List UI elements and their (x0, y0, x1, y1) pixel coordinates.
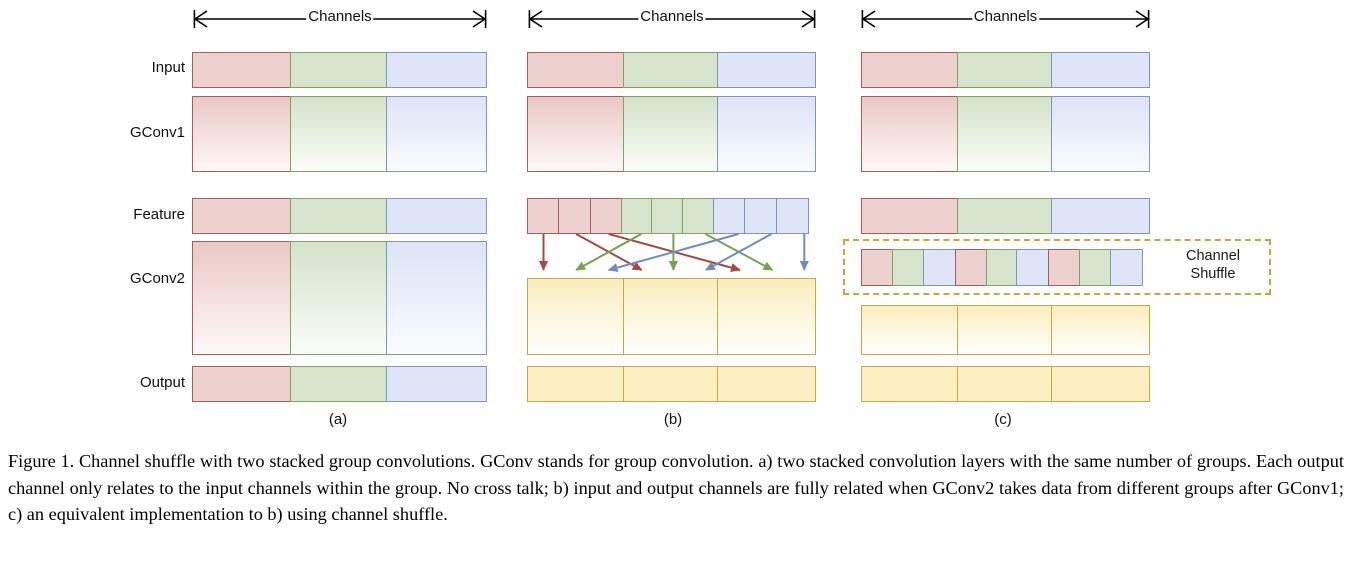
channels-label-a: Channels (306, 8, 374, 26)
segment-yellow-1 (861, 305, 959, 355)
segment-yellow-3 (1051, 366, 1150, 402)
segment-green-2 (985, 249, 1018, 286)
segment-yellow-1 (861, 366, 959, 402)
segment-blue (386, 241, 487, 355)
segment-red (192, 198, 292, 234)
panel-b-row-gconv1 (527, 96, 816, 172)
segment-red (192, 52, 292, 88)
segment-green (623, 96, 719, 172)
segment-green (290, 198, 388, 234)
segment-yellow-3 (1051, 305, 1150, 355)
channel-shuffle-box (843, 239, 1271, 295)
segment-green (957, 198, 1053, 234)
panel-c-row-channel-shuffle (861, 249, 1150, 286)
segment-blue (1051, 96, 1150, 172)
segment-green-3 (1079, 249, 1112, 286)
segment-red-3 (1048, 249, 1081, 286)
channel-shuffle-label-line1: Channel (1185, 248, 1240, 264)
segment-yellow-1 (527, 278, 625, 355)
segment-green (290, 241, 388, 355)
channels-label-b: Channels (638, 8, 706, 26)
row-label-output: Output (139, 374, 185, 391)
channels-header-c: Channels (861, 6, 1150, 36)
segment-blue (386, 96, 487, 172)
panel-letter-b: (b) (663, 411, 683, 428)
row-label-feature: Feature (133, 206, 185, 223)
segment-blue-3 (1109, 249, 1143, 286)
segment-blue-3 (775, 198, 809, 234)
segment-red (192, 96, 292, 172)
segment-green-1 (620, 198, 653, 234)
panel-letter-c: (c) (994, 411, 1012, 428)
segment-green (623, 52, 719, 88)
panel-a-row-gconv2 (192, 241, 487, 355)
panel-c-row-gconv2 (861, 305, 1150, 355)
segment-red (861, 96, 959, 172)
segment-blue (386, 366, 487, 402)
row-label-gconv2: GConv2 (129, 270, 185, 287)
segment-red-1 (861, 249, 894, 286)
channel-shuffle-label-line2: Shuffle (1190, 266, 1236, 282)
segment-blue (1051, 198, 1150, 234)
segment-blue-1 (922, 249, 956, 286)
panel-b-row-gconv2 (527, 278, 816, 355)
segment-blue (386, 198, 487, 234)
panel-b-row-feature (527, 198, 816, 234)
segment-blue (717, 96, 816, 172)
panel-c-row-feature (861, 198, 1150, 234)
segment-blue-2 (744, 198, 778, 234)
channels-label-c: Channels (971, 8, 1040, 26)
figure-canvas: Input GConv1 Feature GConv2 Output Chann… (129, 6, 1271, 428)
segment-red-1 (527, 198, 560, 234)
panel-b-row-input (527, 52, 816, 88)
segment-green (957, 96, 1053, 172)
segment-red (861, 198, 959, 234)
segment-blue (386, 52, 487, 88)
segment-red (527, 96, 625, 172)
segment-yellow-1 (527, 366, 625, 402)
panel-letter-a: (a) (328, 411, 348, 428)
panel-c-row-output (861, 366, 1150, 402)
segment-red-2 (954, 249, 988, 286)
segment-blue (717, 52, 816, 88)
segment-red (527, 52, 625, 88)
segment-yellow-3 (717, 366, 816, 402)
panel-a-row-gconv1 (192, 96, 487, 172)
channel-shuffle-label: Channel Shuffle (1163, 247, 1263, 283)
segment-green (290, 52, 388, 88)
segment-blue-1 (712, 198, 746, 234)
panel-b-row-output (527, 366, 816, 402)
row-label-gconv1: GConv1 (129, 124, 185, 141)
segment-yellow-2 (957, 305, 1053, 355)
segment-green (957, 52, 1053, 88)
segment-red (192, 241, 292, 355)
figure-caption: Figure 1. Channel shuffle with two stack… (8, 451, 1344, 524)
panel-a-row-input (192, 52, 487, 88)
segment-red-3 (589, 198, 623, 234)
segment-yellow-2 (623, 278, 719, 355)
channels-header-a: Channels (193, 6, 487, 36)
panel-a-row-feature (192, 198, 487, 234)
segment-yellow-2 (623, 366, 719, 402)
segment-red (192, 366, 292, 402)
segment-yellow-3 (717, 278, 816, 355)
segment-red-2 (558, 198, 591, 234)
panel-a-row-output (192, 366, 487, 402)
segment-green (290, 96, 388, 172)
segment-green-1 (892, 249, 925, 286)
segment-red (861, 52, 959, 88)
segment-green-2 (651, 198, 684, 234)
segment-blue (1051, 52, 1150, 88)
segment-green-3 (682, 198, 715, 234)
row-label-input: Input (151, 59, 185, 76)
panel-c-row-input (861, 52, 1150, 88)
segment-yellow-2 (957, 366, 1053, 402)
segment-green (290, 366, 388, 402)
segment-blue-2 (1016, 249, 1050, 286)
channels-header-b: Channels (528, 6, 816, 36)
panel-c-row-gconv1 (861, 96, 1150, 172)
